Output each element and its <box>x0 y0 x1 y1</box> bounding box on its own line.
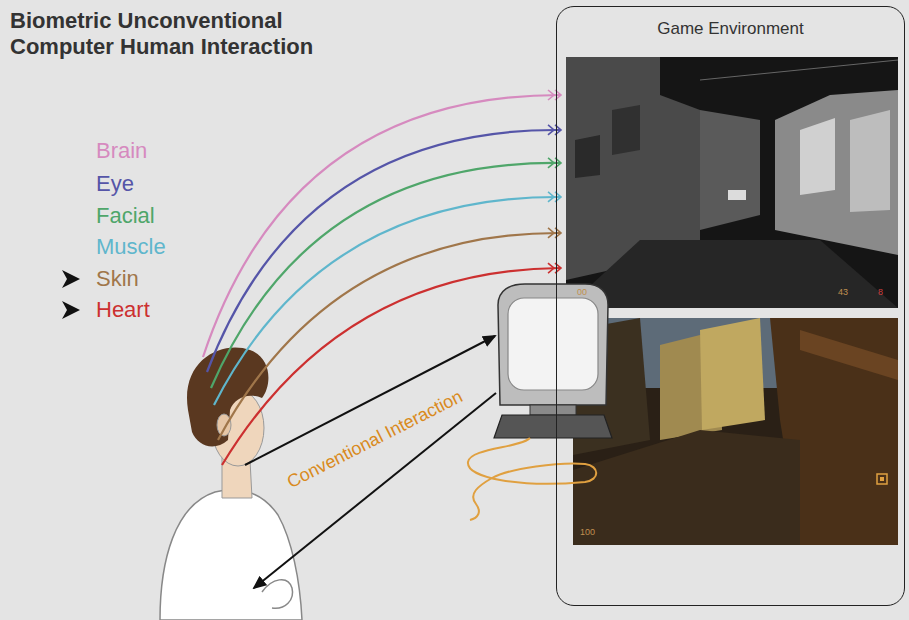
diagram-title: Biometric Unconventional Computer Human … <box>10 8 340 61</box>
screenshot-street <box>566 57 898 308</box>
hud-number: 00 <box>577 287 587 298</box>
panel-heading: Game Environment <box>557 19 904 39</box>
hud-number: 8 <box>878 287 883 298</box>
signal-label: Muscle <box>96 234 166 260</box>
computer-monitor <box>494 284 612 438</box>
pointer-triangle <box>62 301 80 319</box>
panel-box: Game Environment <box>556 6 905 606</box>
signal-label: Skin <box>96 266 139 292</box>
signal-label: Brain <box>96 138 147 164</box>
hud-number: 43 <box>838 287 848 298</box>
signal-label: Eye <box>96 171 134 197</box>
pointer-triangle <box>62 270 80 288</box>
person-figure <box>160 348 302 620</box>
signal-label: Facial <box>96 203 155 229</box>
interaction-arrows <box>245 336 496 588</box>
mouse-cable <box>468 438 596 520</box>
screenshot-town <box>573 318 898 545</box>
biometric-arrows <box>203 95 560 465</box>
signal-label: Heart <box>96 297 150 323</box>
hud-number: 100 <box>580 527 595 538</box>
